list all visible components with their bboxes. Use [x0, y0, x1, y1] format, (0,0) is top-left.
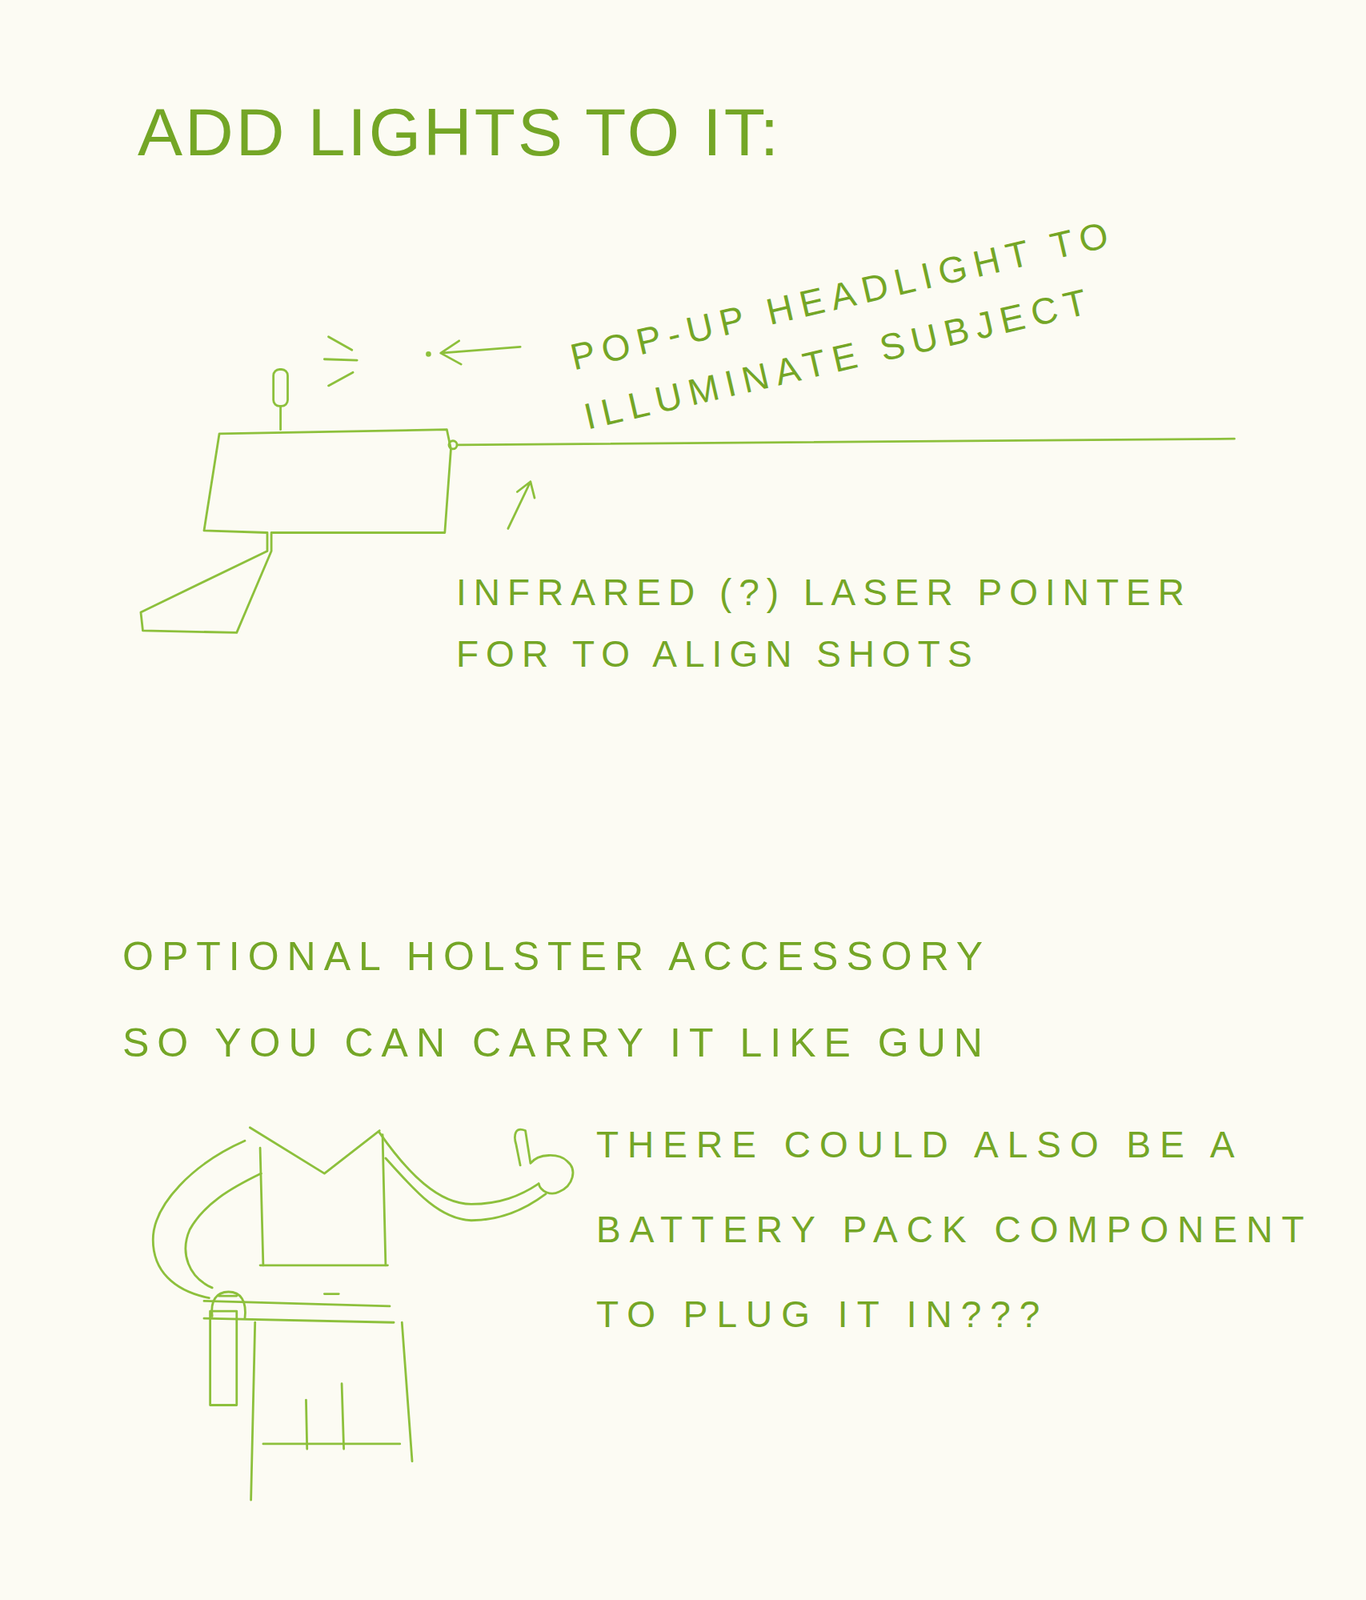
thumbs-up-hand [514, 1129, 573, 1194]
camera-gun-body [140, 429, 452, 633]
headlight-stem [279, 405, 282, 429]
leg [251, 1321, 256, 1500]
light-rays [324, 336, 357, 386]
ink-dot [427, 352, 431, 356]
right-arm-inner [385, 1157, 546, 1221]
leg [401, 1321, 413, 1461]
torso-side [260, 1147, 264, 1266]
laser-emitter [448, 440, 457, 449]
shorts-hem [263, 1442, 401, 1446]
handwritten-note: POP-UP HEADLIGHT TO ILLUMINATE SUBJECT [564, 184, 1216, 447]
waistband [260, 1263, 388, 1266]
handwritten-note: INFRARED (?) LASER POINTER FOR TO ALIGN … [456, 561, 1225, 686]
left-arm-inner [185, 1173, 261, 1288]
neckline [249, 1127, 380, 1174]
handwritten-note: THERE COULD ALSO BE A BATTERY PACK COMPO… [596, 1101, 1349, 1357]
holstered-camera-grip [212, 1291, 246, 1318]
left-arm [152, 1140, 245, 1298]
page-title: ADD LIGHTS TO IT: [137, 98, 858, 166]
shorts-seam [305, 1383, 344, 1450]
torso-side [382, 1134, 386, 1266]
leader-arrow [440, 340, 521, 365]
leader-arrow [508, 481, 535, 529]
holster [210, 1310, 237, 1405]
pop-up-headlight [273, 369, 289, 407]
navel [324, 1292, 339, 1295]
handwritten-note: OPTIONAL HOLSTER ACCESSORY SO YOU CAN CA… [122, 913, 1043, 1086]
laser-beam [456, 438, 1234, 445]
